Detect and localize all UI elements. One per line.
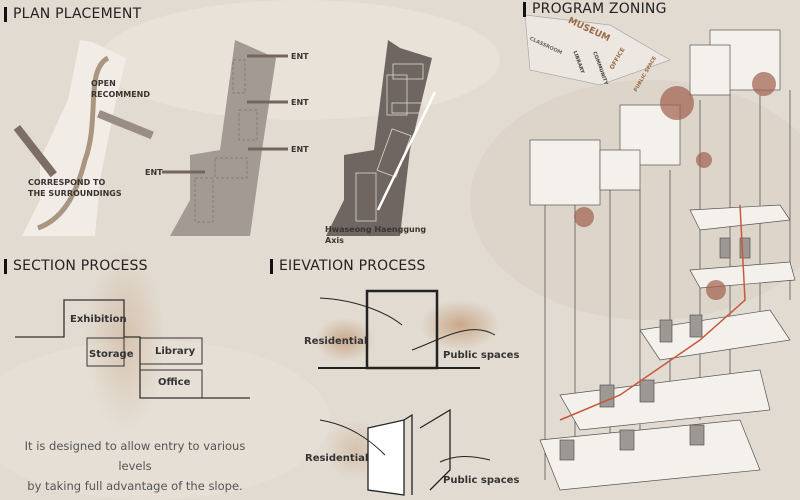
section-process-title: SECTION PROCESS <box>13 258 148 274</box>
residential-label: Residential <box>305 453 369 464</box>
library-label: Library <box>155 346 196 357</box>
exhibition-label: Exhibition <box>70 314 127 325</box>
public-spaces-label: Public spaces <box>443 350 520 361</box>
open-label: OPEN <box>91 79 116 88</box>
section-title-elevation-process: EIEVATION PROCESS <box>270 258 426 274</box>
section-title-section-process: SECTION PROCESS <box>4 258 148 274</box>
plan-open-diagram <box>13 40 154 236</box>
elevation-process-diagram <box>315 289 500 496</box>
public-spaces-label: Public spaces <box>443 475 520 486</box>
section-process-diagram <box>15 250 250 430</box>
axis-label-line1: Hwaseong Haenggung <box>325 225 427 234</box>
caption-line-1: It is designed to allow entry to various… <box>24 439 246 473</box>
ent-label: ENT <box>291 145 309 154</box>
program-zoning-title: PROGRAM ZONING <box>532 1 667 17</box>
storage-label: Storage <box>89 349 134 360</box>
ent-label: ENT <box>291 98 309 107</box>
surroundings-label: THE SURROUNDINGS <box>28 189 122 198</box>
caption-line-2: by taking full advantage of the slope. <box>27 479 243 493</box>
plan-placement-title: PLAN PLACEMENT <box>13 6 142 22</box>
program-zoning-isometric <box>524 14 796 491</box>
section-caption: It is designed to allow entry to various… <box>10 436 260 496</box>
ent-label: ENT <box>291 52 309 61</box>
office-label: Office <box>158 377 191 388</box>
zone-markers <box>574 72 776 300</box>
residential-label: Residential <box>304 336 368 347</box>
ent-label: ENT <box>145 168 163 177</box>
elevation-process-title: EIEVATION PROCESS <box>279 258 426 274</box>
section-title-plan-placement: PLAN PLACEMENT <box>4 6 141 22</box>
plan-entrance-diagram <box>162 40 288 236</box>
recommend-label: RECOMMEND <box>91 90 151 99</box>
correspond-label: CORRESPOND TO <box>28 178 106 187</box>
plan-axis-diagram <box>326 40 437 236</box>
axis-label-line2: Axis <box>325 236 344 245</box>
section-title-program-zoning: PROGRAM ZONING <box>523 1 667 17</box>
